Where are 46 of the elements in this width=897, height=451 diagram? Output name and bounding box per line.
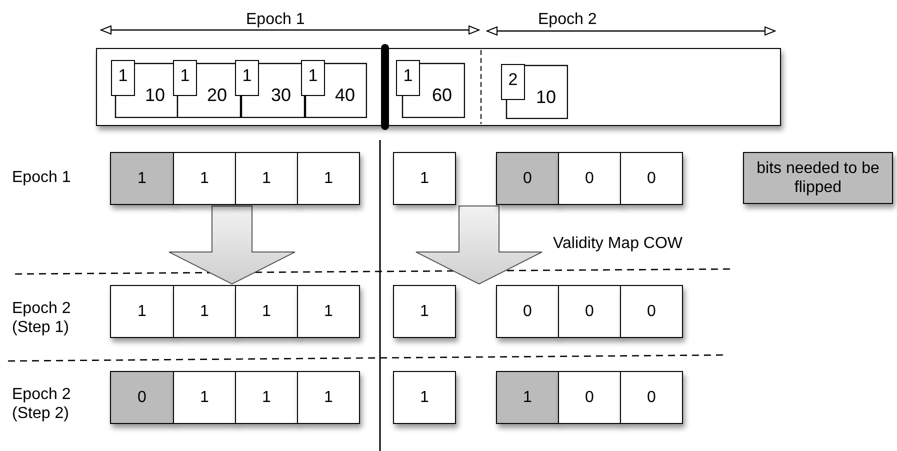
bit-cell: 0: [496, 285, 559, 338]
epoch-label: Epoch 1: [246, 10, 305, 30]
log-box: [96, 48, 781, 126]
bit-cell: 0: [558, 371, 621, 424]
highlighted-bit-cell: 1: [110, 152, 174, 205]
legend-text: bits needed to be flipped: [756, 158, 880, 198]
block-arrow: [416, 206, 542, 285]
row-label: Epoch 1: [12, 168, 71, 188]
bit-cell: 1: [297, 152, 360, 205]
bit-cell: 1: [297, 285, 360, 338]
record-value: 10: [536, 88, 556, 106]
bit-cell: 0: [620, 152, 683, 205]
highlighted-bit-cell: 1: [496, 371, 559, 424]
record-value: 20: [207, 86, 228, 104]
block-arrow: [168, 206, 296, 285]
version-tag: 1: [235, 60, 259, 96]
highlighted-bit-cell: 0: [110, 371, 174, 424]
record-value: 30: [271, 86, 292, 104]
highlighted-bit-cell: 0: [496, 152, 559, 205]
bit-cell: 1: [297, 371, 360, 424]
version-tag: 2: [501, 64, 525, 100]
annotation-text: Validity Map COW: [553, 234, 683, 254]
bit-cell: 1: [173, 371, 236, 424]
bit-cell: 1: [235, 285, 298, 338]
bit-cell: 1: [393, 285, 456, 338]
row-label: Epoch 2 (Step 2): [12, 385, 72, 424]
epoch-label: Epoch 2: [538, 10, 597, 30]
record-value: 60: [432, 86, 452, 104]
bit-cell: 0: [558, 152, 621, 205]
bit-cell: 0: [620, 285, 683, 338]
bit-cell: 1: [235, 371, 298, 424]
bit-cell: 1: [235, 152, 298, 205]
version-tag: 1: [173, 60, 197, 96]
bit-cell: 1: [393, 152, 456, 205]
bit-cell: 0: [558, 285, 621, 338]
version-tag: 1: [301, 60, 325, 96]
version-tag: 1: [396, 60, 420, 96]
bit-cell: 0: [620, 371, 683, 424]
bit-cell: 1: [393, 371, 456, 424]
record-value: 40: [335, 86, 356, 104]
record-value: 10: [145, 86, 166, 104]
bit-cell: 1: [110, 285, 174, 338]
bit-cell: 1: [173, 152, 236, 205]
bit-cell: 1: [173, 285, 236, 338]
row-label: Epoch 2 (Step 1): [12, 299, 72, 338]
version-tag: 1: [111, 60, 135, 96]
